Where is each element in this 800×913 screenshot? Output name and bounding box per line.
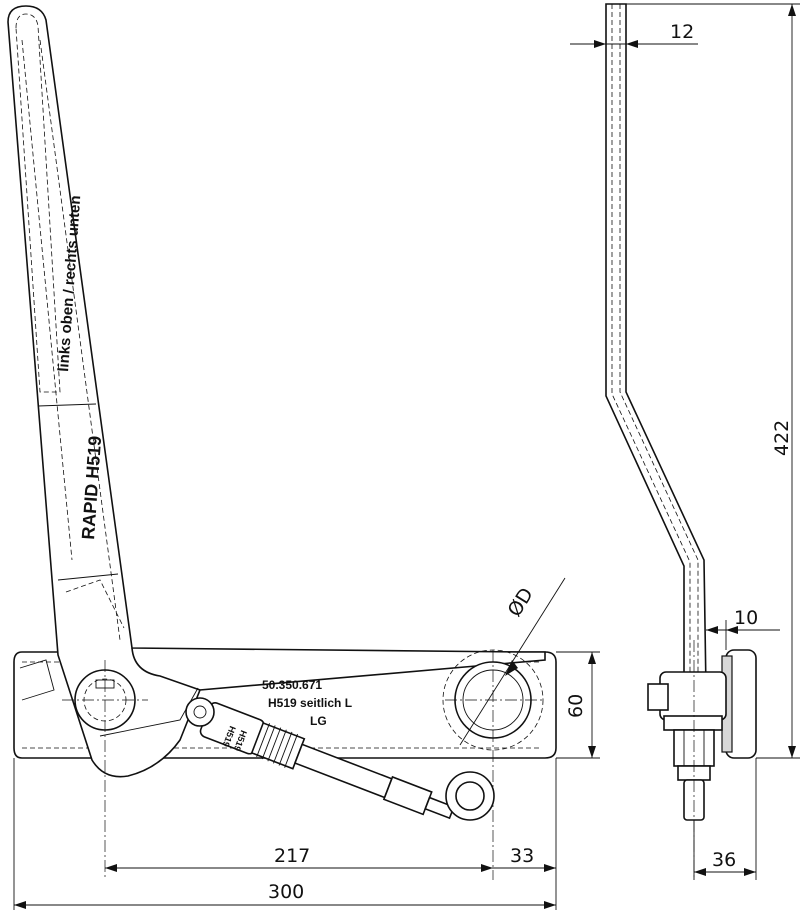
dim-10-arrow-r (726, 626, 738, 634)
dim-36-arrow-l (694, 868, 706, 876)
dim-300-arrow-l (14, 901, 26, 909)
spring-coils (256, 723, 298, 768)
dim-offset: 10 (734, 607, 758, 629)
side-rod-hidden (611, 4, 699, 688)
dim-36-arrow-r (744, 868, 756, 876)
dim-422-arrow-top (788, 4, 796, 16)
part-number: 50.350.671 (262, 678, 322, 692)
side-clamp-block (647, 683, 669, 711)
clip-pin (193, 705, 207, 719)
front-view: H519 H519 links oben / rechts unten RAPI… (7, 5, 600, 910)
clip-ring (185, 697, 215, 727)
dim-33-arrow-r (544, 864, 556, 872)
handle-slot (15, 13, 61, 393)
side-rod (605, 3, 707, 691)
linkage-assembly: H519 H519 (199, 702, 455, 820)
dim-10-arrow-l (706, 626, 718, 634)
dim-12-arrow-r (626, 40, 638, 48)
dim-217-arrow-r (481, 864, 493, 872)
dim-rod-width: 12 (670, 21, 694, 43)
dim-height-total: 422 (771, 420, 793, 456)
rod-eye-inner (455, 781, 485, 811)
dim-217-arrow-l (105, 864, 117, 872)
dim-bore-diameter: ØD (504, 584, 538, 621)
diameter-arrow (505, 660, 518, 676)
side-clamp-body (659, 671, 727, 721)
dim-length-pivot: 217 (274, 845, 310, 867)
handle-divider-2 (57, 573, 119, 581)
dim-422-arrow-bot (788, 746, 796, 758)
side-clamp-flange (663, 715, 723, 731)
side-label: H519 seitlich L (268, 696, 352, 710)
handle-lever (7, 5, 546, 778)
handle-divider-1 (37, 403, 97, 407)
dim-depth: 36 (712, 849, 736, 871)
handle-hidden-outline (21, 39, 125, 641)
lever-arm-edge (131, 647, 201, 691)
dim-60-arrow-top (588, 652, 596, 664)
side-view: 12 422 10 36 (570, 3, 800, 880)
dim-base-height: 60 (565, 694, 587, 718)
base-bevel (19, 659, 55, 701)
dim-60-arrow-bot (588, 746, 596, 758)
lever-arm-inner (99, 687, 199, 737)
lg-label: LG (310, 714, 327, 728)
dim-length-end: 33 (510, 845, 534, 867)
dim-12-arrow-l (594, 40, 606, 48)
dim-length-total: 300 (268, 881, 304, 903)
dim-300-arrow-r (544, 901, 556, 909)
